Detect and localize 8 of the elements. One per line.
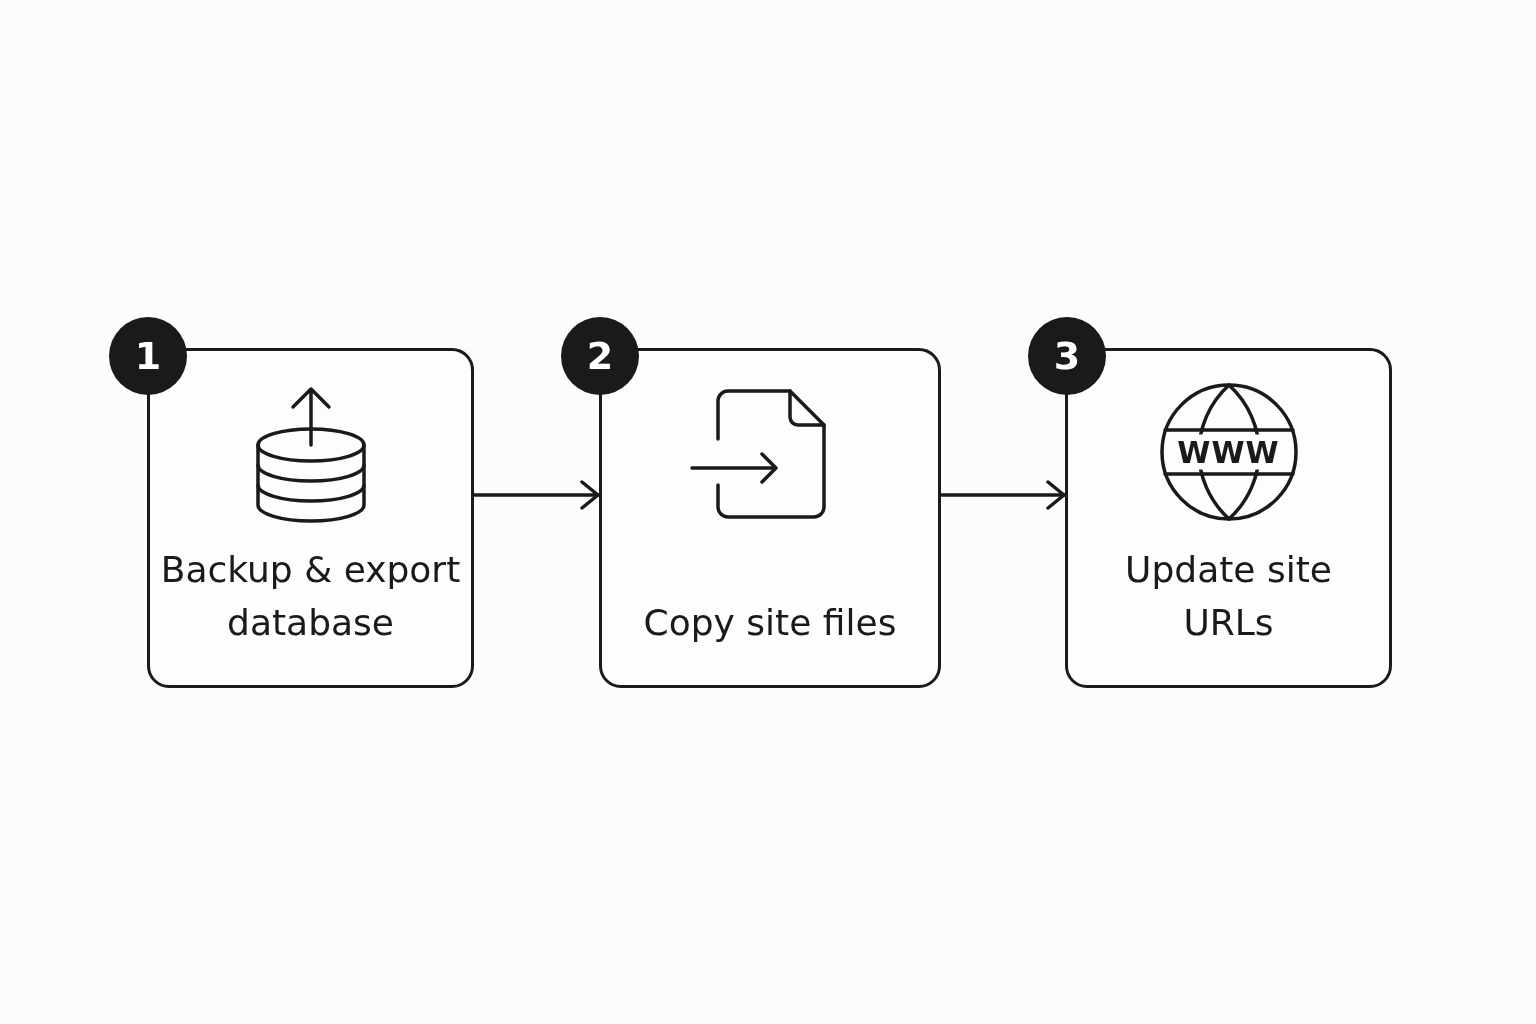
arrow xyxy=(941,480,1066,510)
step-label: Backup & export database xyxy=(159,548,462,645)
step-number-badge: 3 xyxy=(1028,317,1106,395)
step-label: Copy site files xyxy=(643,601,897,645)
step-number-badge: 1 xyxy=(109,317,187,395)
arrow xyxy=(474,480,600,510)
step-label: Update site URLs xyxy=(1124,548,1333,645)
step-number-badge: 2 xyxy=(561,317,639,395)
